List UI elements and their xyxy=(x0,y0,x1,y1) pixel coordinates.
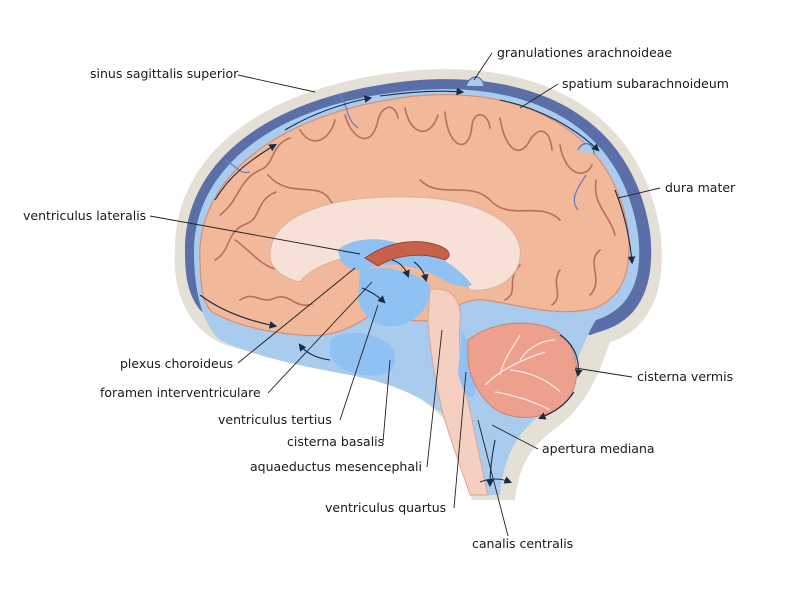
label-ventriculus-quartus: ventriculus quartus xyxy=(325,500,446,515)
leader-quartus xyxy=(453,371,467,509)
labels: sinus sagittalis superior granulationes … xyxy=(23,45,736,551)
cortical-vein-3 xyxy=(573,174,587,211)
plexus-choroideus-shape xyxy=(364,241,450,267)
label-ventriculus-lateralis: ventriculus lateralis xyxy=(23,208,146,223)
ventriculus-quartus-shape xyxy=(458,330,476,398)
label-canalis-centralis: canalis centralis xyxy=(472,536,573,551)
label-dura-mater: dura mater xyxy=(665,180,736,195)
leader-plexus xyxy=(237,267,356,364)
leader-tertius xyxy=(339,304,379,421)
label-apertura-mediana: apertura mediana xyxy=(542,441,655,456)
leader-apertura xyxy=(491,424,539,450)
leader-granulationes xyxy=(473,52,493,81)
csf-flow-arrows xyxy=(199,87,636,488)
leader-sinus xyxy=(237,74,316,93)
label-aquaeductus-mesencephali: aquaeductus mesencephali xyxy=(250,459,422,474)
label-foramen-interventriculare: foramen interventriculare xyxy=(100,385,261,400)
label-spatium-subarachnoideum: spatium subarachnoideum xyxy=(562,76,729,91)
leader-spatium xyxy=(519,83,559,109)
leader-dura xyxy=(617,187,661,199)
leader-cisterna-vermis xyxy=(574,367,633,378)
label-sinus-sagittalis-superior: sinus sagittalis superior xyxy=(90,66,239,81)
arbor-vitae xyxy=(484,334,561,411)
label-cisterna-basalis: cisterna basalis xyxy=(287,434,384,449)
label-plexus-choroideus: plexus choroideus xyxy=(120,356,233,371)
cortical-vein-2 xyxy=(224,159,251,174)
leader-canalis xyxy=(477,419,509,537)
cisterna-basalis-shape xyxy=(330,333,396,376)
truncus-encephali xyxy=(427,288,489,496)
label-granulationes-arachnoideae: granulationes arachnoideae xyxy=(497,45,672,60)
leader-lines xyxy=(149,52,661,537)
leader-ventriculus-lateralis xyxy=(149,215,361,255)
cortical-vein-1 xyxy=(339,94,359,129)
leader-foramen xyxy=(267,281,373,394)
label-cisterna-vermis: cisterna vermis xyxy=(637,369,733,384)
ventriculus-lateralis-shape xyxy=(338,239,472,287)
label-ventriculus-tertius: ventriculus tertius xyxy=(218,412,332,427)
leader-cisterna-basalis xyxy=(382,359,391,443)
leader-aquaeductus xyxy=(426,329,443,468)
